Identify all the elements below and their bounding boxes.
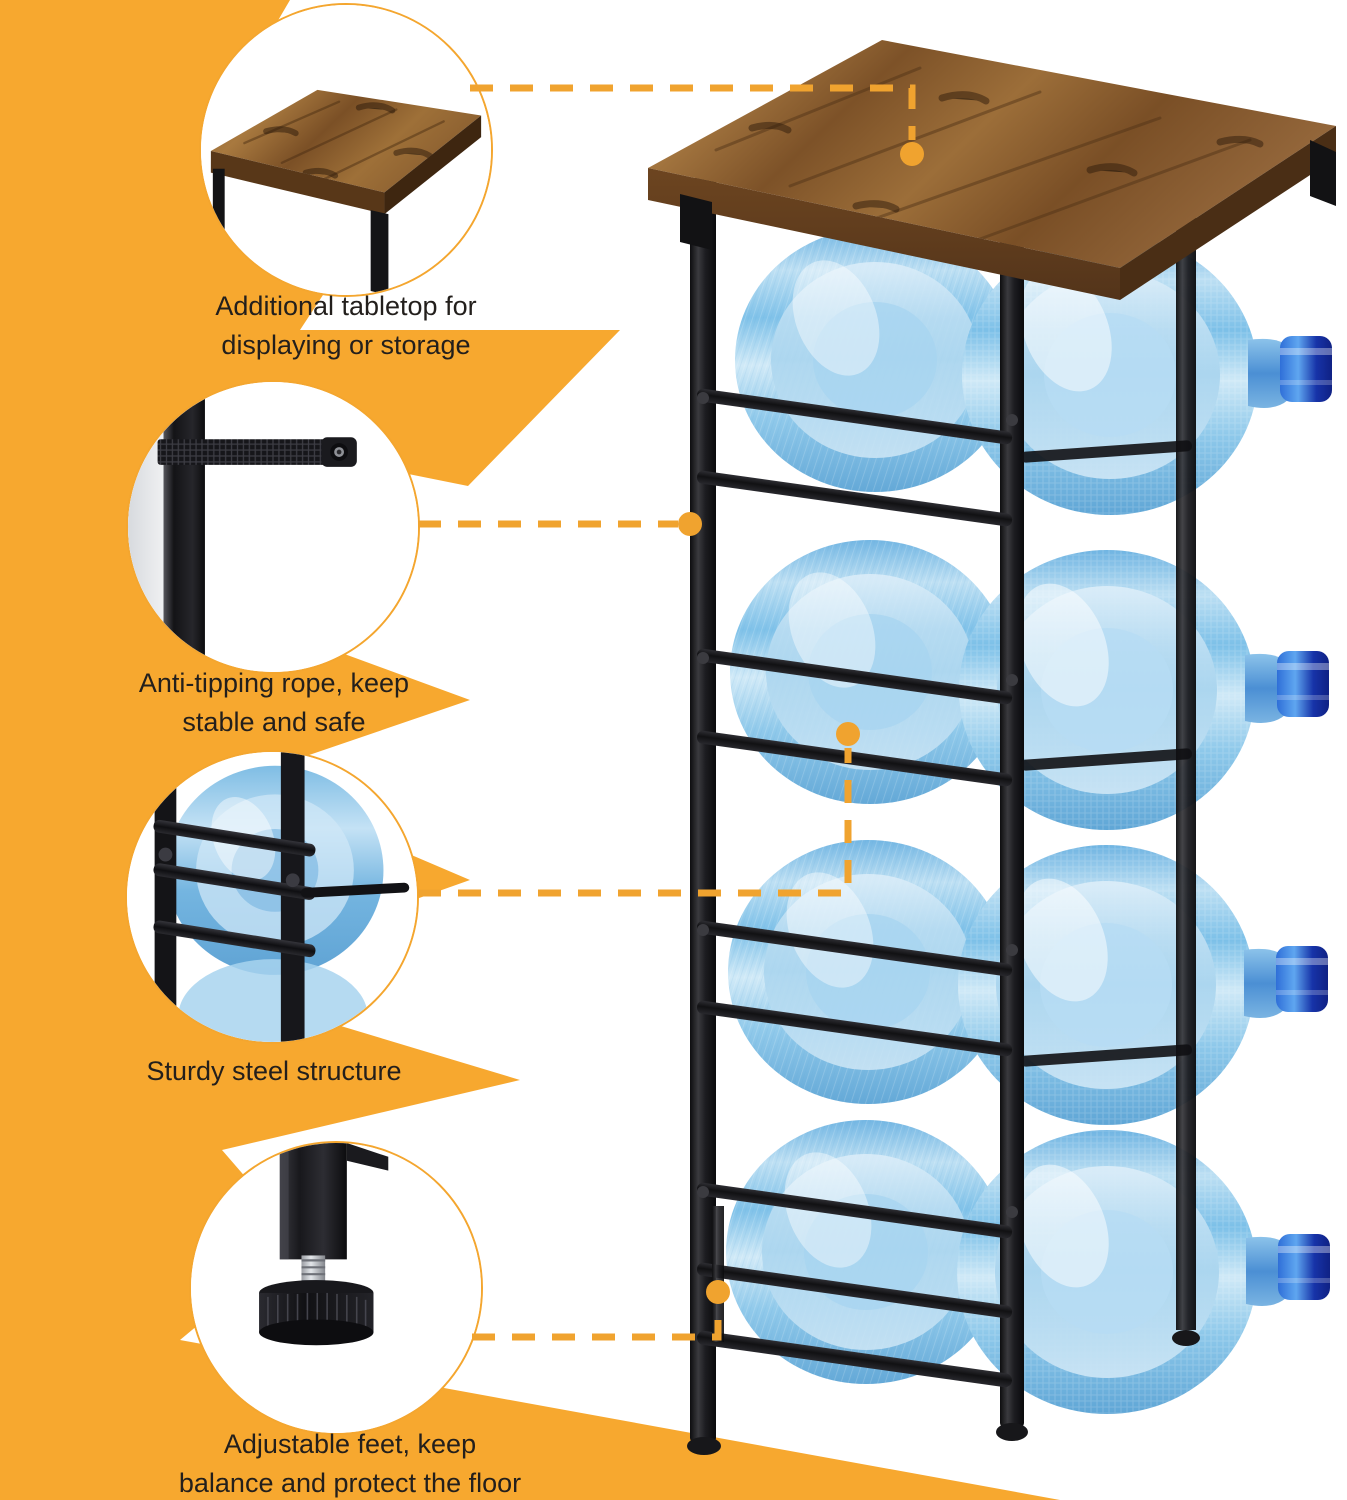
callout-anti-tipping-rope-circle (126, 380, 420, 674)
callout-steel-structure-caption: Sturdy steel structure (146, 1056, 402, 1086)
callout-adjustable-feet-caption: Adjustable feet, keep balance and protec… (178, 1429, 522, 1499)
callout-tabletop-caption: Additional tabletop for displaying or st… (215, 291, 477, 361)
tabletop-photo (201, 5, 491, 295)
callout-anti-tipping-rope-caption: Anti-tipping rope, keep stable and safe (138, 668, 410, 738)
anti-tip-strap-photo (128, 382, 418, 672)
steel-frame-photo (127, 752, 417, 1042)
adjustable-foot-photo (191, 1143, 481, 1433)
callout-adjustable-feet-circle (189, 1141, 483, 1435)
callout-tabletop-circle (199, 3, 493, 297)
callout-steel-structure-circle (125, 750, 419, 1044)
product-illustration (620, 0, 1347, 1500)
